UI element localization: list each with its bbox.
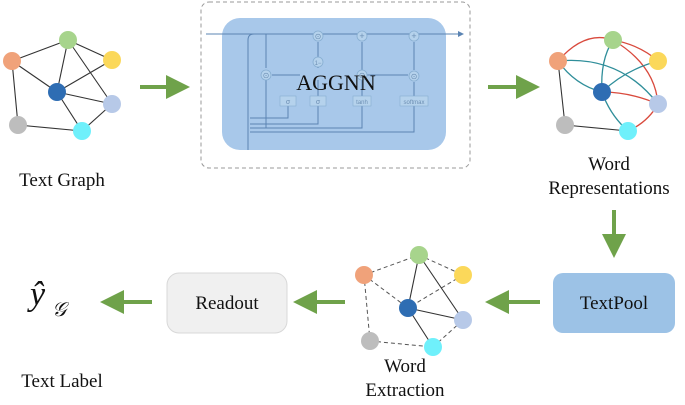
odot-op-right: ⊙ xyxy=(411,72,418,81)
odot-op-top-1: ⊙ xyxy=(315,32,322,41)
odot-op-mid: ⊙ xyxy=(359,71,366,80)
softmax-gate xyxy=(399,95,429,107)
sigma-gate-2 xyxy=(309,95,327,107)
word-representations-graph xyxy=(549,31,667,140)
output-subscript: 𝒢 xyxy=(52,299,70,321)
aggnn-title: AGGNN xyxy=(296,70,376,95)
sigma-gate-1 xyxy=(279,95,297,107)
tanh-gate xyxy=(352,95,372,107)
output-symbol: ŷ xyxy=(27,276,46,313)
we-node-blue xyxy=(399,299,417,317)
we-node-lightblue xyxy=(454,311,472,329)
one-minus-op: 1− xyxy=(315,61,322,67)
wr-node-lightblue xyxy=(649,95,667,113)
word-extraction-label-line2: Extraction xyxy=(365,380,445,401)
node-lightblue xyxy=(103,95,121,113)
textpool-box xyxy=(553,273,675,333)
word-extraction-label-line1: Word xyxy=(384,356,426,377)
aggnn-dashed-frame xyxy=(200,1,471,169)
plus-op-top-1: + xyxy=(359,31,364,41)
wr-node-green xyxy=(604,31,622,49)
wr-node-blue xyxy=(593,83,611,101)
wr-node-gray xyxy=(556,116,574,134)
readout-box xyxy=(166,272,288,334)
word-extraction-graph xyxy=(355,246,472,356)
wr-node-orange xyxy=(549,52,567,70)
text-graph xyxy=(3,31,121,140)
we-node-yellow xyxy=(454,266,472,284)
svg-text:softmax: softmax xyxy=(403,100,424,106)
node-green xyxy=(59,31,77,49)
node-blue xyxy=(48,83,66,101)
text-graph-label: Text Graph xyxy=(19,170,105,191)
wr-node-yellow xyxy=(649,52,667,70)
plus-op-top-2: + xyxy=(411,31,416,41)
word-representations-label-line1: Word xyxy=(588,154,630,175)
svg-text:tanh: tanh xyxy=(356,100,368,106)
wr-node-cyan xyxy=(619,122,637,140)
we-node-green xyxy=(410,246,428,264)
aggnn-block: σ σ tanh softmax ⊙ + + ⊙ 1− ⊙ ⊙ AGGNN xyxy=(200,1,471,169)
we-node-gray xyxy=(361,332,379,350)
svg-text:σ: σ xyxy=(286,99,291,106)
svg-text:σ: σ xyxy=(316,99,321,106)
word-representations-label-line2: Representations xyxy=(548,178,669,199)
readout-label: Readout xyxy=(195,293,259,314)
textpool-label: TextPool xyxy=(580,293,648,314)
node-orange xyxy=(3,52,21,70)
aggnn-box xyxy=(222,18,446,150)
node-gray xyxy=(9,116,27,134)
we-node-cyan xyxy=(424,338,442,356)
node-cyan xyxy=(73,122,91,140)
node-yellow xyxy=(103,51,121,69)
we-node-orange xyxy=(355,266,373,284)
odot-op-left: ⊙ xyxy=(263,71,270,80)
text-label: Text Label xyxy=(21,371,103,392)
